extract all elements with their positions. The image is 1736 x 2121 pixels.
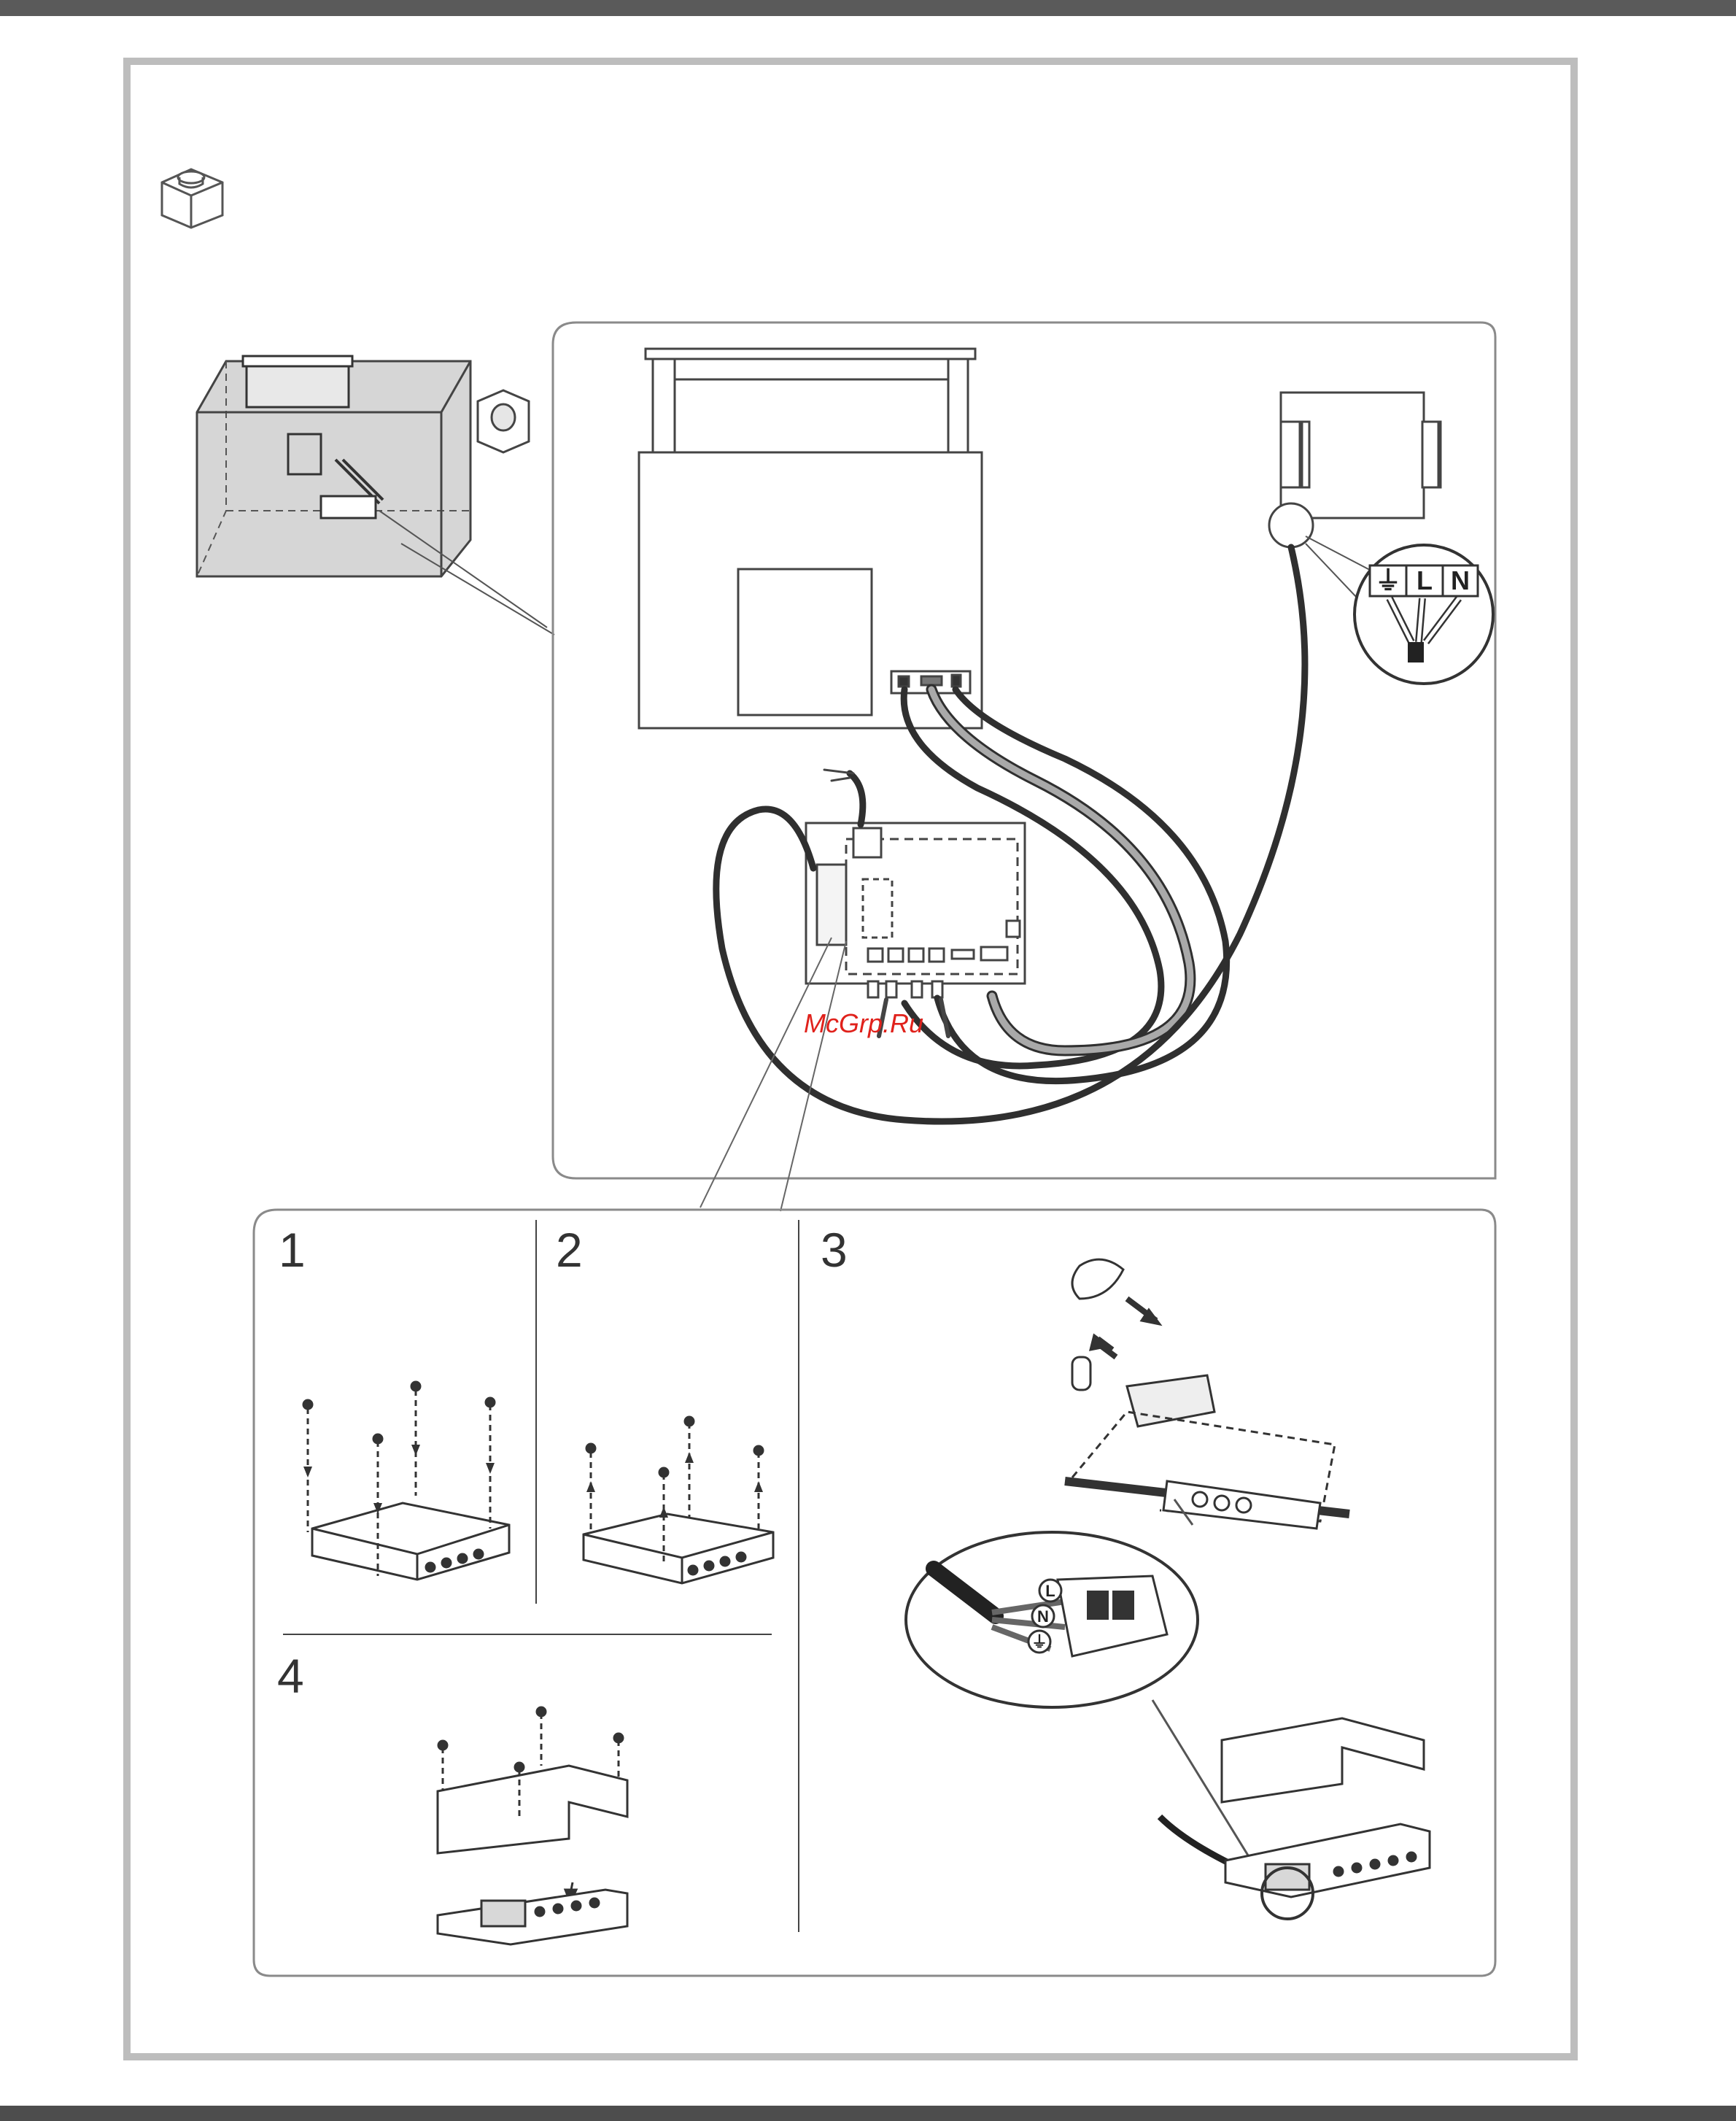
terminal-block-zoom: L N ⏚ (906, 1499, 1269, 1890)
zoom-live-label: L (1045, 1582, 1055, 1600)
step-1-illustration (303, 1382, 509, 1580)
terminal-zoom: ⏚ L N (1306, 536, 1493, 684)
step-2-number: 2 (556, 1223, 583, 1277)
zoom-neutral-label: N (1037, 1607, 1049, 1626)
zoom-earth-label: ⏚ (1031, 1633, 1047, 1651)
motor-box-icon (162, 169, 222, 228)
step-3-box (1160, 1718, 1430, 1919)
motor-box-overview (478, 390, 529, 452)
live-terminal-label: L (1417, 565, 1433, 595)
step-1-number: 1 (279, 1223, 306, 1277)
step-2-illustration (584, 1417, 773, 1583)
step-4-illustration (438, 1707, 627, 1944)
hood-unit (639, 349, 982, 728)
step-3-number: 3 (821, 1223, 848, 1277)
motor-unit (1269, 393, 1441, 547)
neutral-terminal-label: N (1451, 565, 1470, 595)
watermark: McGrp.Ru (804, 1008, 923, 1038)
step-3-illustration (1065, 1259, 1349, 1529)
earth-terminal-label: ⏚ (1375, 565, 1401, 595)
step-4-number: 4 (277, 1649, 304, 1703)
bottom-bar (0, 2106, 1736, 2121)
